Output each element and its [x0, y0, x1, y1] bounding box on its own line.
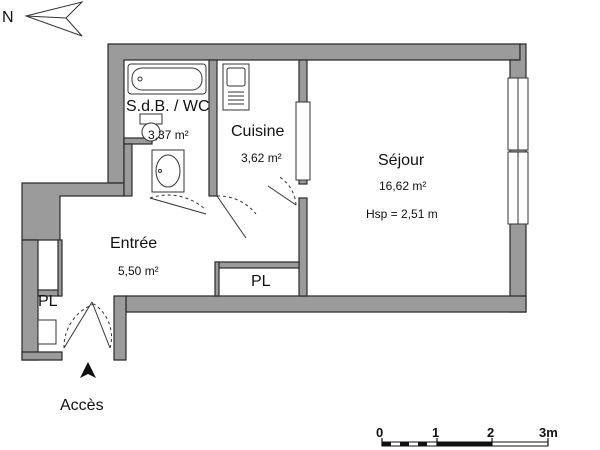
access-arrow-icon: [80, 362, 96, 378]
wall-placard-top: [216, 261, 300, 269]
door-sdb-swing: [149, 194, 207, 211]
wall-sejour-lower: [298, 197, 308, 297]
door-sdb-leaf: [149, 197, 207, 215]
placard-hall-label: PL: [251, 273, 271, 290]
wall-placard-left: [214, 261, 220, 297]
door-entry-leaf-1: [63, 301, 93, 349]
scale-bar-seg-4: [437, 442, 492, 446]
scale-label-2: 2: [487, 425, 494, 440]
bathtub-drain: [137, 76, 143, 82]
exterior-walls: [21, 43, 527, 361]
room-sejour-name: Séjour: [378, 152, 425, 169]
scale-label-1: 1: [432, 425, 439, 440]
door-entry-leaf-2: [91, 301, 111, 349]
placard-entry-label: PL: [38, 293, 58, 310]
wall-bottom-left: [21, 351, 63, 361]
scale-bar: 0 1 2 3m: [376, 425, 558, 447]
scale-bar-seg-3: [418, 442, 427, 446]
toilet: [139, 113, 163, 142]
wall-far-left: [21, 239, 39, 361]
door-sejour-leaf: [267, 185, 297, 206]
windows: [507, 77, 529, 225]
door-sejour-swing: [277, 175, 297, 206]
wall-left-step: [21, 182, 125, 241]
wall-placard-entry-side: [57, 239, 63, 297]
washbasin-tap: [158, 169, 162, 173]
north-arrow-midline: [25, 15, 67, 19]
access-label: Accès: [60, 397, 104, 414]
doors: [63, 175, 297, 349]
washbasin: [151, 149, 185, 193]
scale-bar-seg-2: [400, 442, 409, 446]
sink-bowl: [226, 67, 246, 87]
room-entree-area: 5,50 m²: [118, 264, 159, 278]
room-cuisine-name: Cuisine: [231, 123, 284, 140]
room-cuisine-area: 3,62 m²: [241, 151, 282, 165]
washbasin-bowl: [155, 154, 181, 188]
kitchen-sink: [222, 63, 250, 111]
kitchen-sliding-panel: [295, 101, 311, 181]
bathtub: [127, 63, 207, 95]
wall-sdb-cuisine: [208, 59, 218, 197]
north-arrow: N: [2, 1, 84, 37]
entry-cabinet: [37, 319, 57, 345]
door-entry-swing-1: [63, 303, 95, 349]
wall-door-right: [113, 295, 127, 361]
door-cuisine-leaf: [216, 195, 247, 239]
scale-label-3: 3m: [539, 425, 558, 440]
room-sejour-area: 16,62 m²: [379, 179, 426, 193]
north-arrow-icon: [24, 1, 84, 37]
room-entree-name: Entrée: [110, 235, 157, 252]
wall-bottom: [125, 295, 527, 313]
scale-label-0: 0: [376, 425, 383, 440]
door-entry-swing-2: [93, 303, 113, 349]
toilet-bowl: [141, 122, 161, 142]
room-sdb-name: S.d.B. / WC: [126, 98, 210, 115]
room-sejour-height: Hsp = 2,51 m: [366, 207, 438, 221]
bathtub-inner: [131, 67, 203, 91]
north-label: N: [2, 9, 14, 26]
room-sdb-area: 3,37 m²: [148, 128, 189, 142]
scale-bar-seg-1: [382, 442, 391, 446]
wall-sdb-left: [123, 143, 133, 197]
